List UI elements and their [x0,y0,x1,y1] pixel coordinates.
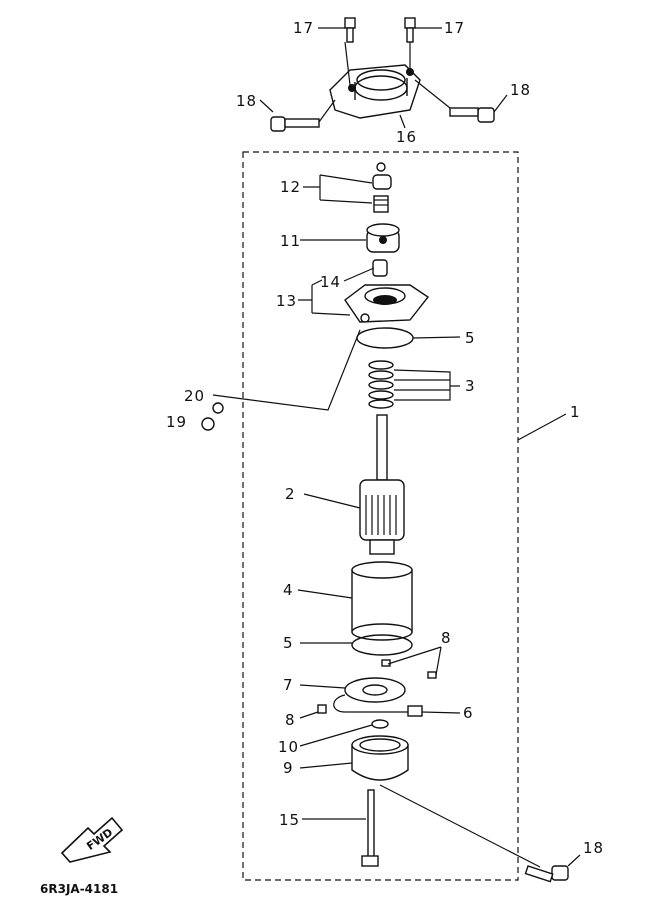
callout-15: 15 [279,811,300,829]
part-8-nut-b [427,671,437,679]
part-10-washer [371,719,389,729]
callout-8a: 8 [441,629,452,647]
callouts: 17 17 18 18 16 12 11 14 13 5 3 20 19 1 2… [166,19,604,857]
callout-6: 6 [463,704,474,722]
callout-14: 14 [320,273,341,291]
part-bolt-17a [344,17,356,43]
callout-7: 7 [283,676,294,694]
part-5-oring-lower [351,634,413,656]
part-9-lower-cover [351,735,409,781]
callout-17b: 17 [444,19,465,37]
callout-11: 11 [280,232,301,250]
part-7-brush-holder [333,677,423,717]
assembly-boundary [242,151,519,881]
part-13-end-frame [344,284,430,323]
part-bracket-16 [329,64,421,119]
leader-lines [212,27,581,868]
callout-3: 3 [465,377,476,395]
part-8-nut-c [317,704,327,714]
part-4-yoke [351,561,413,641]
part-bolt-17b [404,17,416,43]
callout-12: 12 [280,178,301,196]
part-12-stack [372,162,392,213]
part-11-gear [366,223,400,253]
callout-20: 20 [184,387,205,405]
callout-9: 9 [283,759,294,777]
part-bolt-18c [524,865,569,883]
callout-18c: 18 [583,839,604,857]
callout-17a: 17 [293,19,314,37]
callout-19: 19 [166,413,187,431]
callout-8b: 8 [285,711,296,729]
callout-18b: 18 [510,81,531,99]
part-8-nut-a [381,659,391,667]
callout-16: 16 [396,128,417,146]
fwd-arrow: FWD [60,816,124,863]
callout-4: 4 [283,581,294,599]
callout-2: 2 [285,485,296,503]
part-14-bushing [372,259,388,277]
drawing-code: 6R3JA-4181 [40,882,118,896]
part-19-screw [201,417,215,431]
callout-10: 10 [278,738,299,756]
part-20-washer [212,402,224,414]
part-5-oring-upper [356,327,414,349]
callout-5b: 5 [283,634,294,652]
part-bolt-18b [449,107,495,123]
part-2-armature [359,414,405,555]
callout-18a: 18 [236,92,257,110]
part-3-shims [368,360,394,409]
callout-5a: 5 [465,329,476,347]
callout-1: 1 [570,403,581,421]
part-15-through-bolt [361,789,379,867]
part-bolt-18a [270,116,320,132]
callout-13: 13 [276,292,297,310]
